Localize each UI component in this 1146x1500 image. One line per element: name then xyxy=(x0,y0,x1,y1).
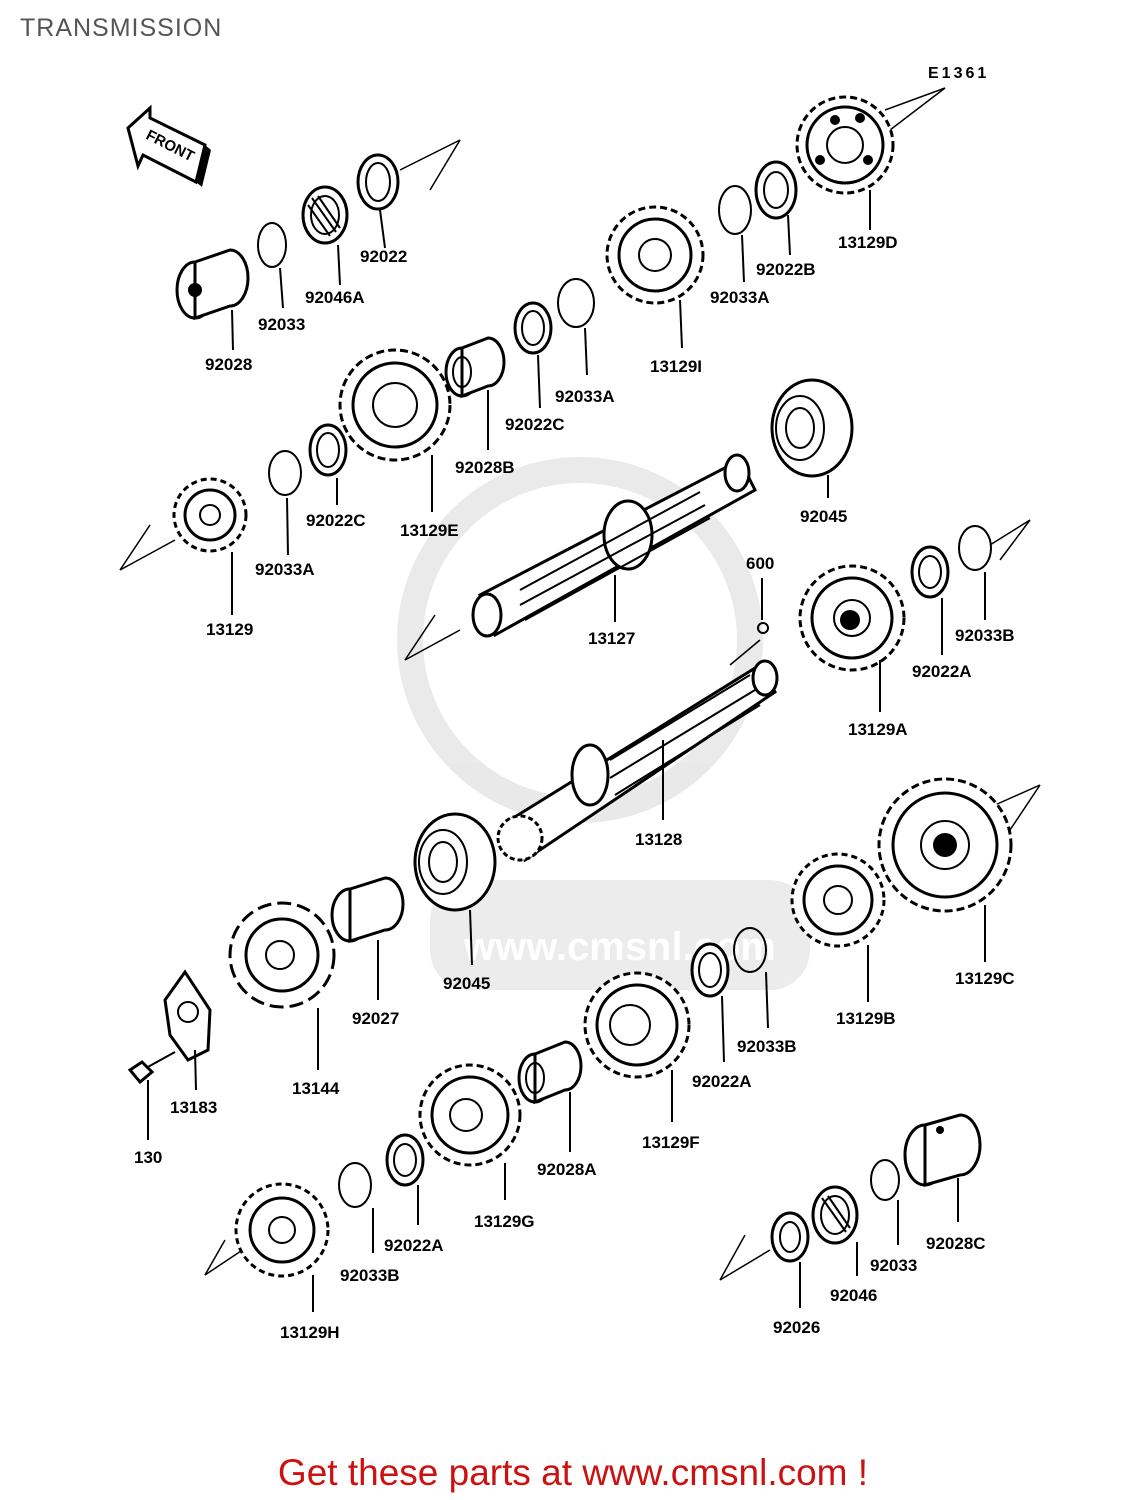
part-label: 130 xyxy=(134,1148,162,1167)
part-label: 92033A xyxy=(555,387,615,406)
washer-92022A-low xyxy=(385,1133,425,1187)
assembly-axis-lines xyxy=(119,87,1041,1281)
part-label: 92027 xyxy=(352,1009,399,1028)
bearing-92045-top xyxy=(770,378,854,478)
gear-13129I xyxy=(605,205,705,305)
diagram-code: E1361 xyxy=(928,65,989,82)
ball-600 xyxy=(757,622,769,634)
plate-13183 xyxy=(163,969,212,1062)
circlip-92033-low xyxy=(870,1159,900,1201)
washer-92026 xyxy=(770,1211,810,1263)
gear-13129 xyxy=(172,477,248,553)
gear-13129D xyxy=(795,95,895,195)
needle-bearing-92046 xyxy=(811,1185,859,1245)
collar-92027 xyxy=(330,876,405,944)
part-label: 92022A xyxy=(912,662,972,681)
part-label: 92022C xyxy=(306,511,366,530)
part-label: 92028C xyxy=(926,1234,986,1253)
part-label: 92022 xyxy=(360,247,407,266)
shaft-13128 xyxy=(496,659,779,863)
part-label: 92028B xyxy=(455,458,515,477)
shaft-13127 xyxy=(471,453,757,638)
washer-92022A-mid xyxy=(690,942,730,998)
part-label: 92033A xyxy=(710,288,770,307)
part-label: 13129B xyxy=(836,1009,896,1028)
circlip-92033B-mid xyxy=(733,927,767,973)
bushing-92028A xyxy=(517,1040,583,1105)
part-label: 92028A xyxy=(537,1160,597,1179)
exploded-parts-diagram: www.cmsnl.com E1361 FRONT xyxy=(119,65,1041,1342)
gear-13129A xyxy=(798,564,906,672)
part-label: 92033B xyxy=(737,1037,797,1056)
sprocket-13144 xyxy=(228,901,336,1009)
part-label: 13183 xyxy=(170,1098,217,1117)
part-label: 92046 xyxy=(830,1286,877,1305)
circlip-92033A-mid xyxy=(557,278,595,328)
washer-92022 xyxy=(356,153,400,211)
washer-92022C-mid xyxy=(513,301,553,355)
part-label: 92026 xyxy=(773,1318,820,1337)
part-label: 13128 xyxy=(635,830,682,849)
gear-13129F xyxy=(583,971,691,1079)
washer-92022A-right xyxy=(910,545,950,599)
part-label: 13129G xyxy=(474,1212,535,1231)
gear-13129C xyxy=(877,777,1013,913)
gear-13129G xyxy=(418,1063,522,1167)
gear-13129E xyxy=(338,348,452,462)
circlip-92033A-left xyxy=(268,450,302,496)
part-callouts: 92022 92046A 92033 92028 13129D 92022B 9… xyxy=(134,190,1015,1342)
part-label: 92046A xyxy=(305,288,365,307)
part-label: 13129 xyxy=(206,620,253,639)
bolt-130 xyxy=(127,1051,176,1085)
part-label: 92033B xyxy=(340,1266,400,1285)
part-label: 92033A xyxy=(255,560,315,579)
part-label: 92033B xyxy=(955,626,1015,645)
part-label: 92033 xyxy=(870,1256,917,1275)
part-label: 92033 xyxy=(258,315,305,334)
circlip-92033 xyxy=(257,222,287,268)
needle-bearing-92046A xyxy=(301,185,349,245)
part-label: 92022B xyxy=(756,260,816,279)
circlip-92033A-top xyxy=(718,185,752,235)
circlip-92033B-right xyxy=(958,525,992,571)
washer-92022C-left xyxy=(308,423,348,477)
washer-92022B xyxy=(754,160,798,220)
part-label: 13129C xyxy=(955,969,1015,988)
part-label: 13129F xyxy=(642,1133,700,1152)
part-label: 92022C xyxy=(505,415,565,434)
part-label: 92045 xyxy=(443,974,490,993)
circlip-92033B-low xyxy=(338,1162,372,1208)
page-title: TRANSMISSION xyxy=(20,14,223,42)
part-label: 13129I xyxy=(650,357,702,376)
part-label: 92045 xyxy=(800,507,847,526)
part-label: 13129H xyxy=(280,1323,340,1342)
part-label: 13144 xyxy=(292,1079,340,1098)
gear-13129H xyxy=(234,1182,330,1278)
bearing-92045-bottom xyxy=(413,812,497,912)
watermark-text: www.cmsnl.com xyxy=(463,925,776,969)
part-label: 92022A xyxy=(692,1072,752,1091)
bushing-92028B xyxy=(444,336,506,399)
part-label: 92028 xyxy=(205,355,252,374)
collar-92028C xyxy=(903,1113,982,1187)
promo-link[interactable]: Get these parts at www.cmsnl.com ! xyxy=(277,1452,869,1493)
part-label: 13129D xyxy=(838,233,898,252)
part-label: 13129A xyxy=(848,720,908,739)
part-label: 13127 xyxy=(588,629,635,648)
front-arrow-icon: FRONT xyxy=(126,104,211,187)
part-label: 600 xyxy=(746,554,774,573)
part-label: 92022A xyxy=(384,1236,444,1255)
part-label: 13129E xyxy=(400,521,459,540)
collar-92028 xyxy=(175,248,250,321)
gear-13129B xyxy=(790,852,886,948)
